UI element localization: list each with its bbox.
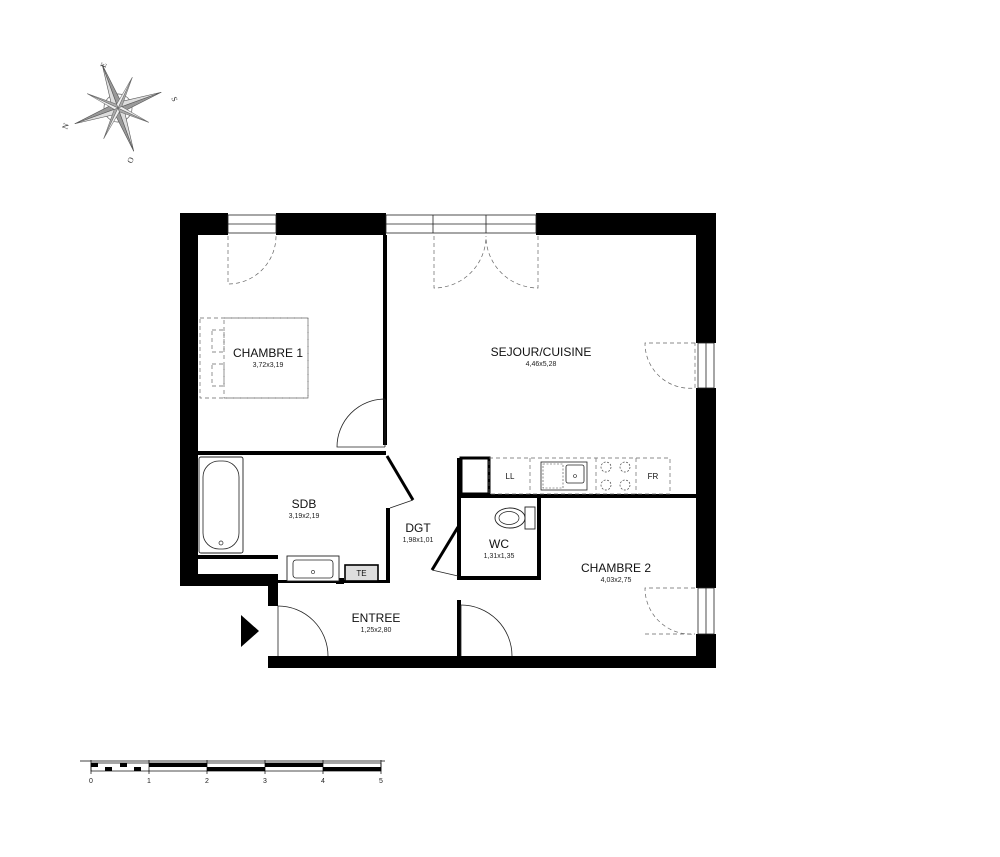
interior-walls: [198, 235, 696, 656]
sink-icon: [286, 555, 340, 582]
room-dims-sdb: 3,19x2,19: [289, 513, 320, 520]
room-dims-dgt: 1,98x1,01: [403, 537, 434, 544]
room-name-dgt: DGT: [405, 521, 431, 535]
washing-machine-label: LL: [506, 472, 515, 481]
compass-rose-icon: [74, 64, 162, 152]
scale-tick-0: 0: [89, 778, 93, 785]
kitchen-counter: LL FR: [459, 456, 671, 496]
room-dims-chambre2: 4,03x2,75: [601, 577, 632, 584]
scale-tick-3: 3: [263, 778, 267, 785]
room-dims-chambre1: 3,72x3,19: [253, 362, 284, 369]
room-name-entree: ENTREE: [352, 611, 401, 625]
compass-north-label: N: [60, 122, 71, 131]
windows: [227, 214, 715, 635]
toilet-icon: [494, 506, 536, 530]
room-name-chambre1: CHAMBRE 1: [233, 346, 303, 360]
room-name-sejour: SEJOUR/CUISINE: [491, 345, 592, 359]
scale-tick-4: 4: [321, 778, 325, 785]
cooktop-icon: [600, 461, 631, 491]
fridge-label: FR: [648, 472, 659, 481]
scale-tick-2: 2: [205, 778, 209, 785]
te-label: TE: [356, 569, 366, 578]
room-dims-wc: 1,31x1,35: [484, 553, 515, 560]
room-dims-sejour: 4,46x5,28: [526, 361, 557, 368]
compass-east-label: E: [99, 61, 109, 69]
bed-icon: [199, 317, 309, 399]
doors: [277, 398, 513, 657]
entrance-arrow-icon: [241, 615, 259, 647]
bathtub-icon: [198, 456, 244, 554]
exterior-walls: [180, 213, 716, 668]
window-swings: [227, 235, 696, 635]
room-dims-entree: 1,25x2,80: [361, 627, 392, 634]
room-name-sdb: SDB: [292, 497, 317, 511]
compass-south-label: S: [169, 96, 179, 103]
water-heater-box: TE: [344, 564, 379, 582]
compass-west-label: O: [125, 156, 136, 165]
room-name-wc: WC: [489, 537, 509, 551]
scale-tick-5: 5: [379, 778, 383, 785]
room-name-chambre2: CHAMBRE 2: [581, 561, 651, 575]
scale-tick-1: 1: [147, 778, 151, 785]
kitchen-sink-icon: [540, 461, 588, 491]
scale-bar: [80, 760, 385, 774]
